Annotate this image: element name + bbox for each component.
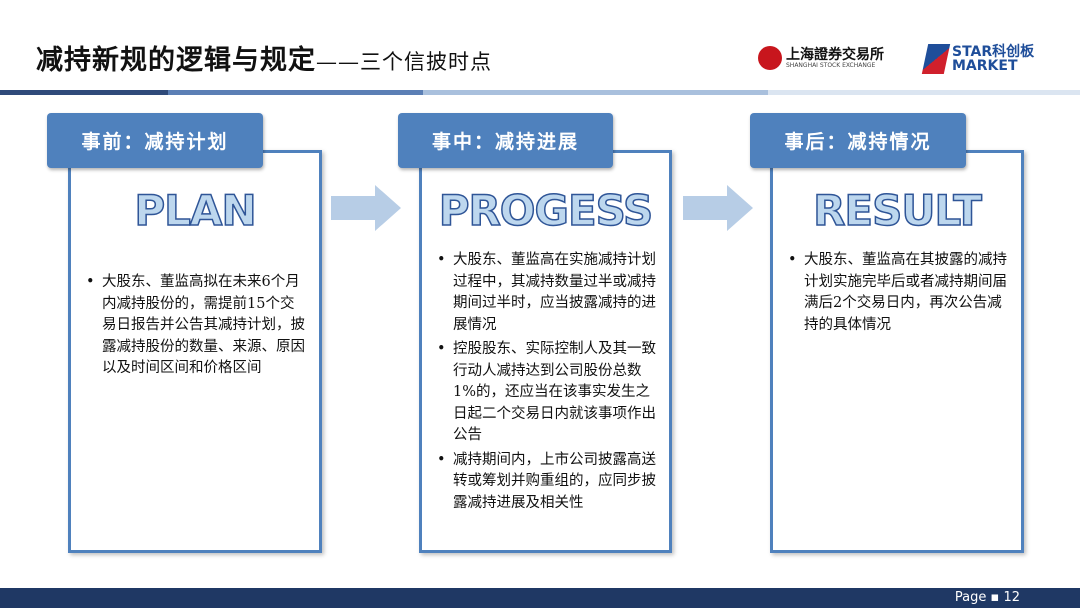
result-bullets: 大股东、董监高在其披露的减持计划实施完毕后或者减持期间届满后2个交易日内，再次公…	[788, 250, 1010, 339]
star-emblem-icon	[921, 44, 951, 74]
arrow-right-icon	[331, 185, 401, 231]
result-header: 事后：减持情况	[750, 113, 966, 168]
plan-header: 事前：减持计划	[47, 113, 263, 168]
sse-logo-cn: 上海證券交易所	[786, 46, 884, 63]
star-logo-line1: STAR科创板	[952, 44, 1035, 60]
title-main: 减持新规的逻辑与规定	[36, 45, 316, 76]
sse-emblem-icon	[758, 46, 782, 70]
bullet-item: 大股东、董监高在其披露的减持计划实施完毕后或者减持期间届满后2个交易日内，再次公…	[788, 250, 1010, 336]
footer-bar	[0, 588, 1080, 608]
bullet-item: 减持期间内，上市公司披露高送转或筹划并购重组的，应同步披露减持进展及相关性	[437, 450, 659, 515]
bullet-item: 大股东、董监高在实施减持计划过程中，其减持数量过半或减持期间过半时，应当披露减持…	[437, 250, 659, 336]
arrow-right-icon	[683, 185, 753, 231]
progress-title: PROGESS	[438, 185, 654, 236]
title-subtitle: ——三个信披时点	[316, 50, 492, 74]
page-number: Page ▪ 12	[954, 590, 1020, 605]
plan-bullets: 大股东、董监高拟在未来6个月内减持股份的，需提前15个交易日报告并公告其减持计划…	[86, 272, 308, 383]
bullet-item: 大股东、董监高拟在未来6个月内减持股份的，需提前15个交易日报告并公告其减持计划…	[86, 272, 308, 380]
star-logo-line2: MARKET	[952, 58, 1018, 74]
result-title: RESULT	[812, 185, 982, 236]
progress-bullets: 大股东、董监高在实施减持计划过程中，其减持数量过半或减持期间过半时，应当披露减持…	[437, 250, 659, 517]
bullet-item: 控股股东、实际控制人及其一致行动人减持达到公司股份总数1%的，还应当在该事实发生…	[437, 339, 659, 447]
header-divider	[0, 90, 1080, 95]
slide-title: 减持新规的逻辑与规定——三个信披时点	[36, 38, 492, 77]
plan-title: PLAN	[134, 185, 258, 236]
result-panel	[770, 150, 1024, 553]
sse-logo-en: SHANGHAI STOCK EXCHANGE	[786, 61, 876, 69]
progress-header: 事中：减持进展	[398, 113, 613, 168]
